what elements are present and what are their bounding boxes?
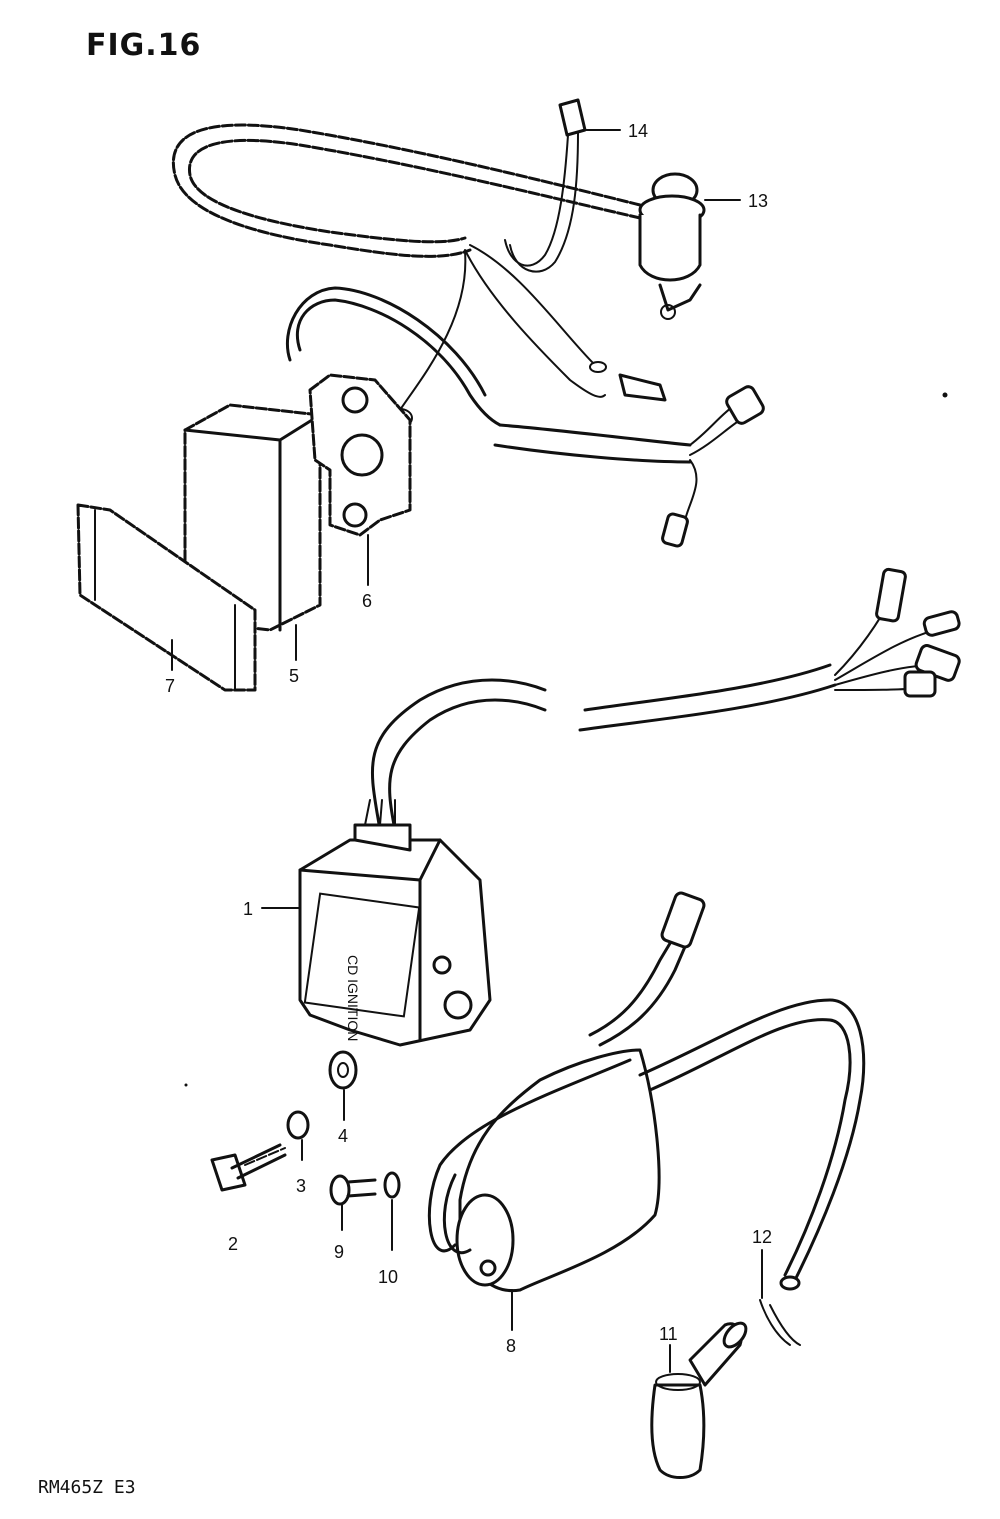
cable-strap bbox=[504, 98, 587, 273]
unit-label-text: CD IGNITION bbox=[345, 955, 361, 1041]
figure-title: FIG.16 bbox=[86, 28, 202, 63]
model-code: RM465Z E3 bbox=[38, 1477, 136, 1498]
washer bbox=[328, 1050, 358, 1090]
callout-12: 12 bbox=[752, 1227, 772, 1247]
callout-8: 8 bbox=[506, 1336, 516, 1356]
callout-3: 3 bbox=[296, 1176, 306, 1196]
cdi-box bbox=[183, 403, 322, 632]
callout-13: 13 bbox=[748, 191, 768, 211]
screw bbox=[329, 1174, 377, 1206]
mounting-bracket bbox=[308, 373, 412, 537]
callout-11: 11 bbox=[659, 1324, 678, 1344]
callout-7: 7 bbox=[165, 676, 175, 696]
cable-clip bbox=[759, 1299, 801, 1346]
bolt bbox=[210, 1143, 287, 1192]
callout-2: 2 bbox=[228, 1234, 238, 1254]
ignition-unit: CD IGNITION bbox=[298, 567, 961, 1047]
callouts: 14 13 6 5 7 1 4 3 2 9 10 8 12 11 bbox=[165, 121, 772, 1373]
callout-9: 9 bbox=[334, 1242, 344, 1262]
callout-6: 6 bbox=[362, 591, 372, 611]
lock-washer bbox=[286, 1110, 310, 1140]
rubber-band bbox=[76, 503, 257, 692]
callout-5: 5 bbox=[289, 666, 299, 686]
small-washer bbox=[383, 1171, 401, 1199]
callout-14: 14 bbox=[628, 121, 648, 141]
ignition-coil bbox=[427, 891, 866, 1293]
callout-10: 10 bbox=[378, 1267, 398, 1287]
harness-cable-upper bbox=[285, 286, 765, 548]
spark-plug-cap bbox=[650, 1321, 748, 1479]
callout-4: 4 bbox=[338, 1126, 348, 1146]
kill-switch bbox=[638, 172, 706, 320]
callout-1: 1 bbox=[243, 899, 253, 919]
